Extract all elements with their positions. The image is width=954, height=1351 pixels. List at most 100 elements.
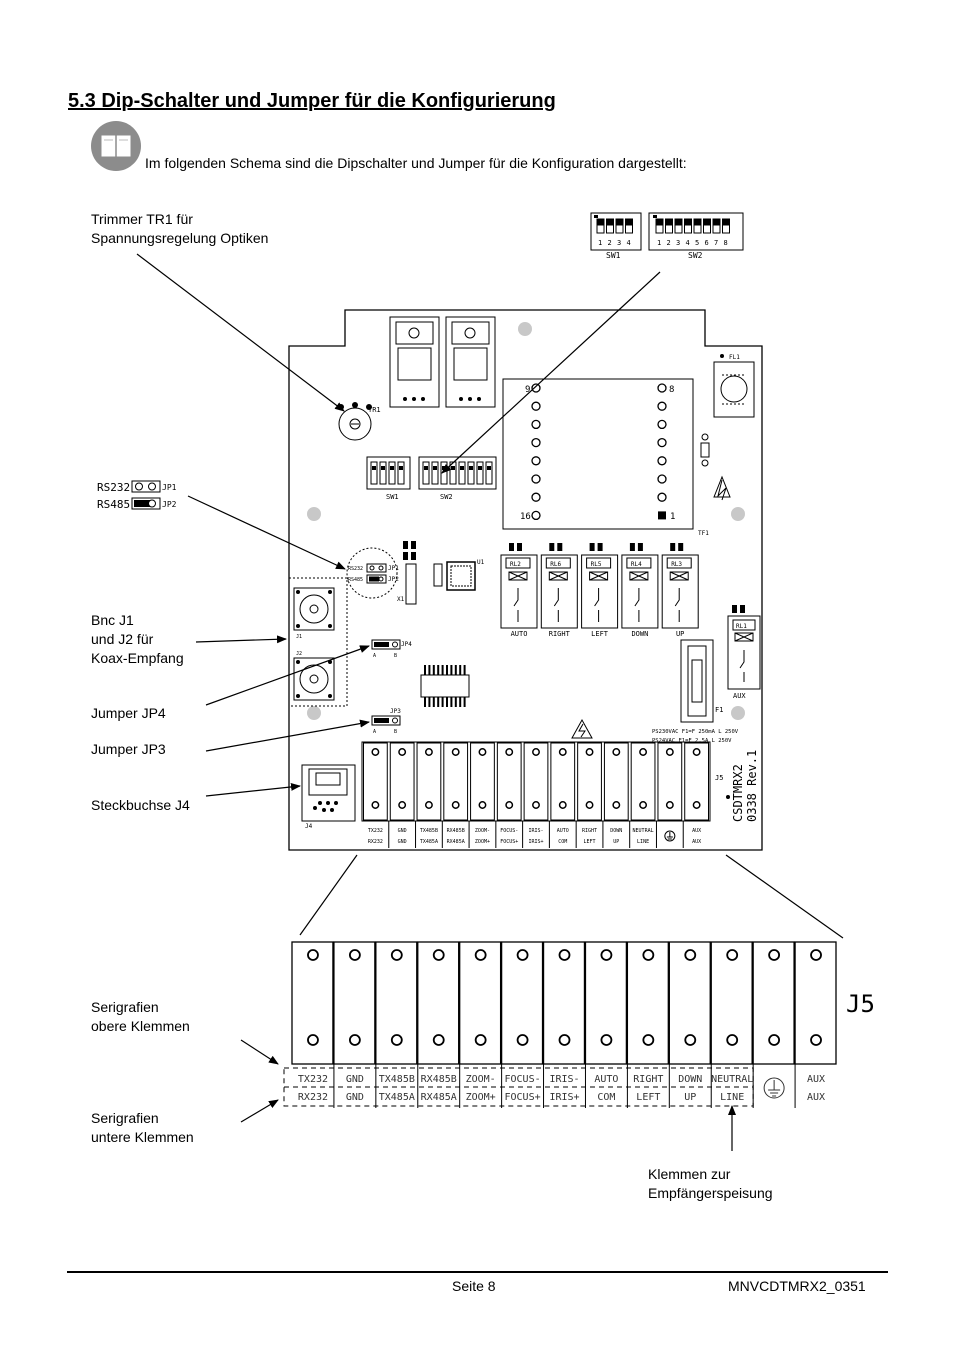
jumper-jp3: JP3 A B xyxy=(371,708,401,735)
terminal-cell xyxy=(684,742,710,821)
callout-jp3: Jumper JP3 xyxy=(91,741,166,757)
callout-power-terminals: Klemmen zur Empfängerspeisung xyxy=(648,1166,773,1201)
relay-label: DOWN xyxy=(631,630,648,638)
dip-toggle xyxy=(625,218,633,234)
svg-text:JP4: JP4 xyxy=(401,641,412,648)
terminal-lower-label: RX485A xyxy=(447,839,465,845)
svg-text:J5: J5 xyxy=(715,774,723,782)
terminal-upper-label: ZOOM- xyxy=(466,1074,496,1085)
dip-toggle xyxy=(703,218,711,234)
sw2-caption: SW2 xyxy=(688,251,703,260)
terminal-upper-label: RX485B xyxy=(447,828,465,834)
svg-text:J5: J5 xyxy=(846,990,875,1018)
dip-toggle xyxy=(485,461,493,485)
callout-lower-terminals: Serigrafien untere Klemmen xyxy=(91,1110,194,1145)
dip-toggle xyxy=(606,218,614,234)
dip-position-label: 2 xyxy=(608,239,612,247)
terminal-lower-label: RX485A xyxy=(421,1092,457,1103)
svg-text:B: B xyxy=(394,653,397,659)
terminal-lower-label: COM xyxy=(558,839,567,845)
terminal-cell xyxy=(416,742,442,821)
relay-label: AUTO xyxy=(511,630,528,638)
svg-text:F1: F1 xyxy=(715,706,723,714)
terminal-cell xyxy=(657,742,683,821)
relay-id: RL6 xyxy=(550,561,561,568)
terminal-cell xyxy=(389,742,415,821)
terminal-upper-label: IRIS- xyxy=(528,828,543,834)
svg-text:RL1: RL1 xyxy=(736,623,747,630)
relay-id: RL2 xyxy=(510,561,521,568)
svg-text:8: 8 xyxy=(669,385,674,395)
svg-text:1: 1 xyxy=(670,512,675,522)
terminal-upper-label: NEUTRAL xyxy=(711,1074,753,1085)
dip-toggle xyxy=(440,461,448,485)
relay-rl1: RL1 AUX xyxy=(727,605,761,700)
terminal-lower-label: GND xyxy=(346,1092,364,1103)
svg-text:TF1: TF1 xyxy=(698,530,709,537)
legend-rs485: RS485 xyxy=(97,498,130,511)
svg-text:CSDTMRX2: CSDTMRX2 xyxy=(731,764,745,822)
dip-toggle xyxy=(397,461,405,485)
terminal-upper-label: NEUTRAL xyxy=(633,828,654,834)
transformer-pin xyxy=(657,492,667,502)
terminal-lower-label: FOCUS+ xyxy=(500,839,518,845)
terminal-cell xyxy=(363,742,388,821)
dip-toggle xyxy=(674,218,683,234)
relay-label: LEFT xyxy=(591,630,609,638)
dip-toggle xyxy=(596,218,605,234)
dip-toggle xyxy=(655,218,664,234)
svg-text:RS232: RS232 xyxy=(348,566,363,572)
transformer-pin xyxy=(531,383,541,393)
bnc-connectors: J1 J2 xyxy=(288,577,348,707)
svg-text:B: B xyxy=(394,729,397,735)
svg-text:9: 9 xyxy=(525,385,530,395)
transformer-pin xyxy=(657,383,667,393)
dip-position-label: 4 xyxy=(686,239,690,247)
terminal-lower-label: LINE xyxy=(720,1092,744,1103)
svg-text:JP2: JP2 xyxy=(388,576,399,583)
dip-toggle xyxy=(684,218,692,234)
filter-fl1: FL1 xyxy=(700,354,755,501)
terminal-cell xyxy=(603,742,629,821)
terminal-lower-label: UP xyxy=(684,1092,696,1103)
terminal-upper-label: TX232 xyxy=(368,828,383,834)
relay-label: RIGHT xyxy=(549,630,571,638)
dip-position-label: 2 xyxy=(667,239,671,247)
relay-label: UP xyxy=(676,630,684,638)
svg-text:JP1: JP1 xyxy=(388,565,399,572)
section-title: 5.3 Dip-Schalter und Jumper für die Konf… xyxy=(68,90,556,112)
dip-toggle xyxy=(722,218,730,234)
dip-toggle xyxy=(476,461,484,485)
terminal-upper-label: FOCUS- xyxy=(505,1074,541,1085)
callout-j4: Steckbuchse J4 xyxy=(91,797,190,813)
dip-toggle xyxy=(712,218,721,234)
jumper-legend: RS232 JP1 RS485 JP2 xyxy=(97,480,177,511)
callout-upper-terminals: Serigrafien obere Klemmen xyxy=(91,999,190,1034)
terminal-cell xyxy=(523,742,549,821)
svg-text:PS230VAC F1=F 250mA L 250V: PS230VAC F1=F 250mA L 250V xyxy=(652,729,739,735)
transformer-pin xyxy=(531,492,541,502)
terminal-lower-label: IRIS+ xyxy=(549,1092,579,1103)
dip-position-label: 3 xyxy=(617,239,621,247)
relay-id: RL5 xyxy=(591,561,602,568)
callout-jp4: Jumper JP4 xyxy=(91,705,166,721)
terminal-upper-label: RX485B xyxy=(421,1074,457,1085)
legend-rs232: RS232 xyxy=(97,481,130,494)
terminal-cell xyxy=(630,742,656,821)
transformer-pin xyxy=(657,419,667,430)
dip-position-label: 7 xyxy=(714,239,718,247)
transformer-tf1: 9 8 16 1 TF1 xyxy=(502,378,709,537)
jumpers-jp1-jp2: RS232 JP1 RS485 JP2 xyxy=(346,547,399,599)
footer-document-id: MNVCDTMRX2_0351 xyxy=(728,1278,866,1294)
sw1-caption: SW1 xyxy=(606,251,621,260)
dip-toggle xyxy=(388,461,396,485)
terminal-upper-label: AUTO xyxy=(594,1074,618,1085)
transformer-pin xyxy=(531,474,541,484)
book-icon xyxy=(91,121,141,171)
terminal-cell xyxy=(470,742,495,821)
dip-toggle xyxy=(379,461,387,485)
terminal-cell xyxy=(577,742,602,821)
terminal-lower-label: LEFT xyxy=(584,839,596,845)
svg-text:JP3: JP3 xyxy=(390,708,401,715)
